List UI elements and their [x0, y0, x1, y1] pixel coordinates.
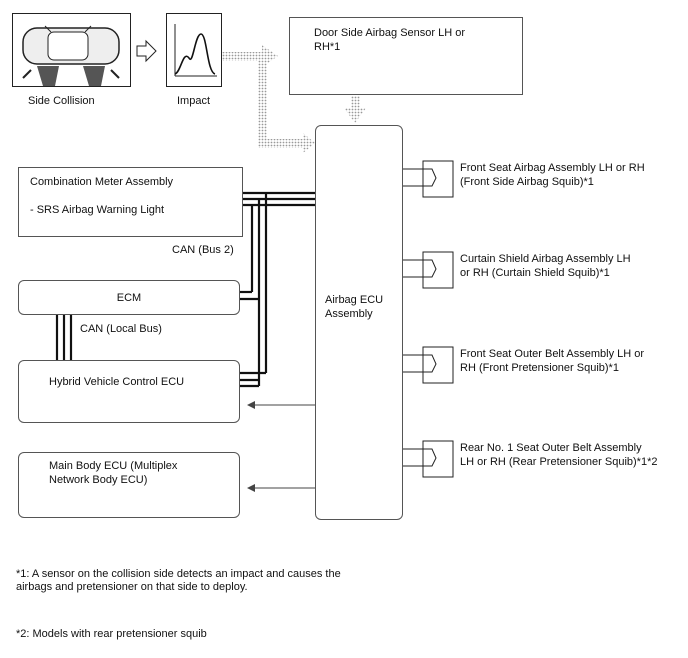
can-local-bus-lines — [55, 315, 73, 360]
output-front-pretensioner-label: Front Seat Outer Belt Assembly LH or RH … — [460, 348, 645, 374]
can-local-bus-label: CAN (Local Bus) — [80, 323, 162, 335]
squib-connector-4 — [403, 440, 454, 478]
flow-arrow-collision-to-impact — [136, 39, 157, 63]
output-rear-pretensioner-label: Rear No. 1 Seat Outer Belt Assembly LH o… — [460, 442, 658, 468]
footnote-1: *1: A sensor on the collision side detec… — [16, 568, 341, 593]
ecm-box: ECM — [18, 280, 240, 315]
squib-connector-1 — [403, 160, 454, 198]
ecu-output-arrows — [247, 401, 315, 492]
impact-waveform-icon — [174, 24, 217, 77]
main-body-ecu-label: Main Body ECU (Multiplex Network Body EC… — [49, 460, 178, 486]
airbag-ecu-label: Airbag ECU Assembly — [325, 294, 384, 320]
main-body-ecu-box: Main Body ECU (Multiplex Network Body EC… — [18, 452, 240, 518]
door-sensor-signal-arrow — [344, 96, 366, 123]
side-collision-label: Side Collision — [28, 95, 95, 107]
can-bus-2-label: CAN (Bus 2) — [172, 244, 234, 256]
srs-warning-light-label: - SRS Airbag Warning Light — [30, 204, 165, 216]
impact-label: Impact — [177, 95, 211, 107]
door-side-airbag-sensor-box: Door Side Airbag Sensor LH or RH*1 — [289, 17, 523, 95]
squib-connector-2 — [403, 251, 454, 289]
airbag-ecu-box: Airbag ECU Assembly — [315, 125, 403, 520]
hybrid-vehicle-control-ecu-label: Hybrid Vehicle Control ECU — [49, 376, 185, 388]
squib-connectors — [403, 160, 454, 478]
combination-meter-title: Combination Meter Assembly — [30, 176, 174, 188]
output-curtain-shield-airbag-label: Curtain Shield Airbag Assembly LH or RH … — [460, 253, 631, 279]
impact-signal-arrow — [222, 45, 315, 153]
output-front-seat-airbag-label: Front Seat Airbag Assembly LH or RH (Fro… — [460, 162, 645, 188]
door-side-airbag-sensor-label: Door Side Airbag Sensor LH or RH*1 — [314, 27, 466, 53]
footnote-2: *2: Models with rear pretensioner squib — [16, 628, 207, 640]
combination-meter-box: Combination Meter Assembly - SRS Airbag … — [18, 167, 243, 237]
side-collision-illustration — [12, 13, 131, 87]
ecm-label: ECM — [116, 292, 142, 304]
car-collision-icon — [22, 25, 120, 86]
can-bus-2-lines — [240, 191, 315, 388]
impact-graph — [166, 13, 222, 87]
hybrid-vehicle-control-ecu-box: Hybrid Vehicle Control ECU — [18, 360, 240, 423]
squib-connector-3 — [403, 346, 454, 384]
